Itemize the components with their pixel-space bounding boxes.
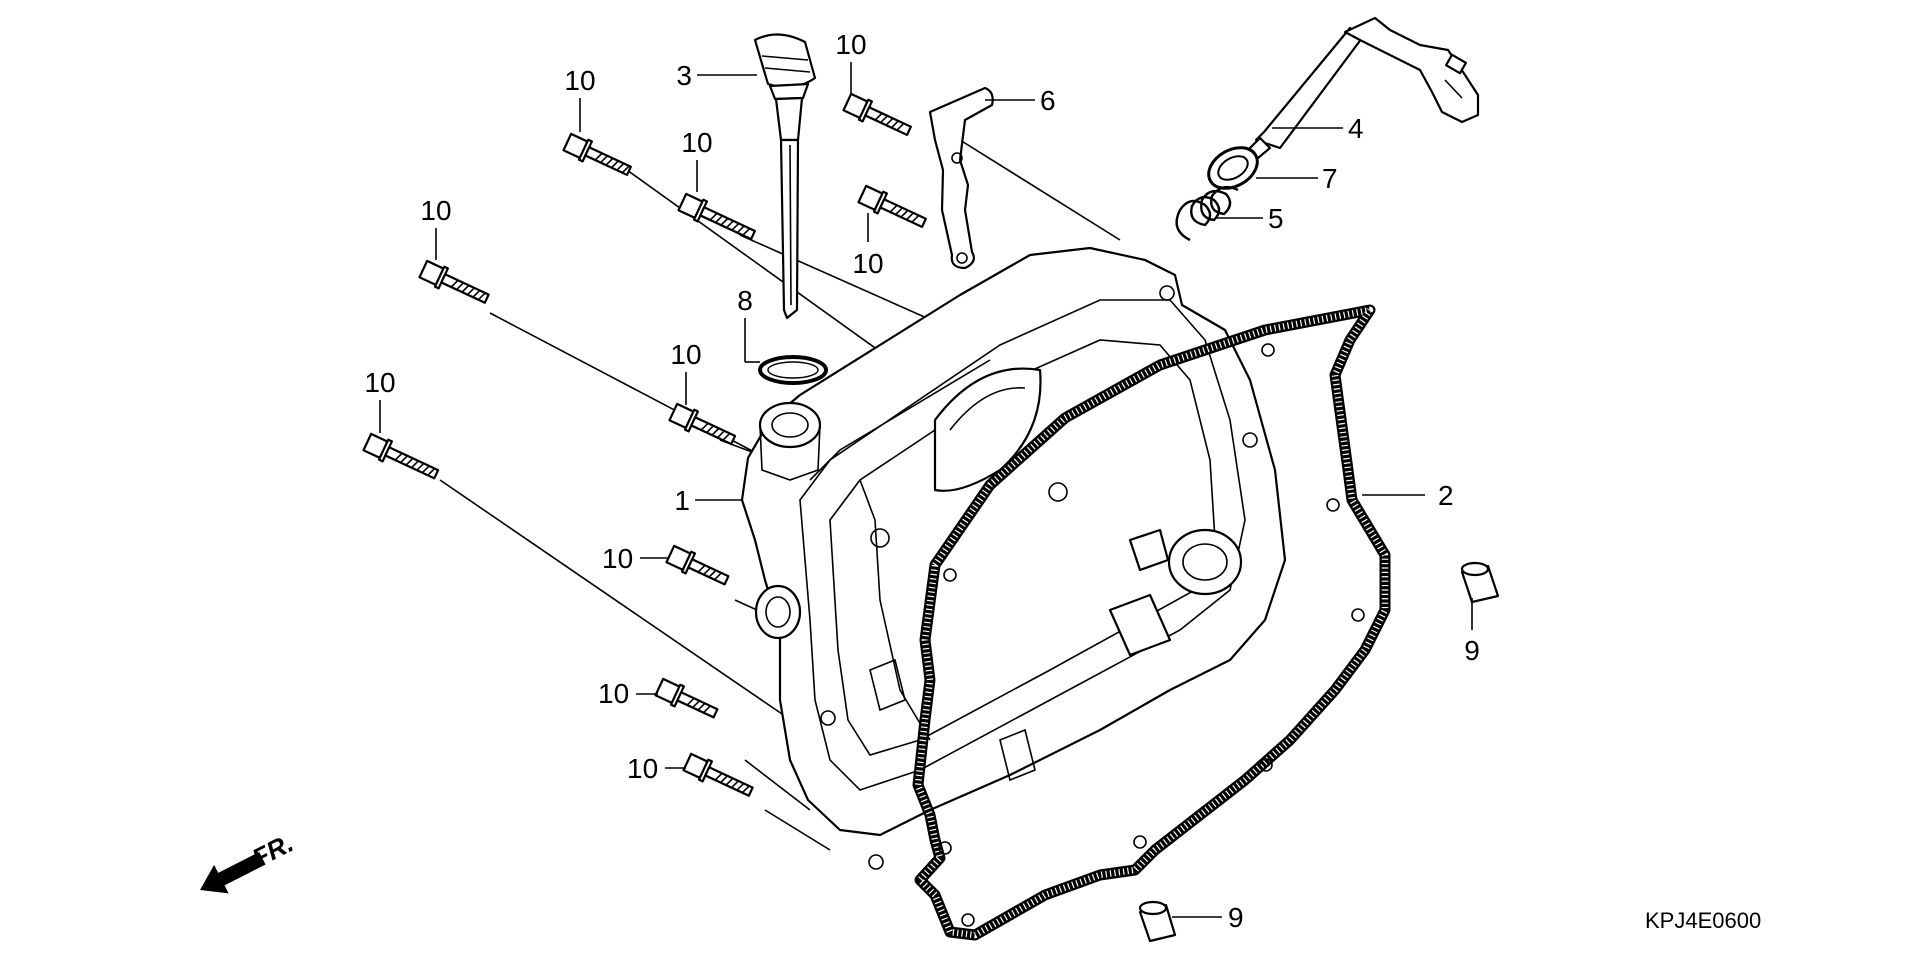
oil-dipstick — [753, 33, 817, 320]
flange-bolt-j — [682, 752, 754, 797]
flange-bolt-d — [842, 92, 912, 136]
flange-bolt-g — [362, 432, 440, 480]
callout-10-g: 10 — [364, 367, 395, 398]
callout-10-e: 10 — [852, 248, 883, 279]
callout-10-d: 10 — [835, 29, 866, 60]
callout-9-right: 9 — [1464, 635, 1480, 666]
front-arrow-icon — [200, 851, 266, 894]
callout-5: 5 — [1268, 203, 1284, 234]
flange-bolt-i — [654, 677, 719, 719]
callout-1: 1 — [674, 485, 690, 516]
callout-10-h: 10 — [602, 543, 633, 574]
callout-labels: 1 2 3 4 5 6 7 8 9 9 10 10 10 10 10 10 10… — [364, 29, 1479, 933]
front-direction-indicator: FR. — [200, 828, 298, 894]
callout-9-bottom: 9 — [1228, 902, 1244, 933]
callout-10-a: 10 — [564, 65, 595, 96]
dowel-pin-right — [1460, 561, 1500, 604]
flange-bolt-b — [677, 192, 757, 241]
callout-10-j: 10 — [627, 753, 658, 784]
callout-10-f: 10 — [670, 339, 701, 370]
flange-bolt-a — [562, 132, 632, 176]
oil-seal — [1207, 146, 1259, 190]
flange-bolt-f — [668, 402, 737, 446]
flange-bolt-c — [418, 259, 490, 304]
callout-6: 6 — [1040, 85, 1056, 116]
callout-2: 2 — [1438, 480, 1454, 511]
callout-10-b: 10 — [681, 127, 712, 158]
callout-7: 7 — [1322, 163, 1338, 194]
callout-3: 3 — [676, 60, 692, 91]
return-spring — [1175, 185, 1239, 242]
callout-leaders — [379, 62, 1473, 918]
callout-8: 8 — [737, 285, 753, 316]
clutch-lever-arm — [928, 86, 994, 270]
flange-bolt-h — [665, 544, 730, 586]
o-ring — [758, 355, 828, 385]
diagram-code: KPJ4E0600 — [1645, 908, 1761, 933]
callout-4: 4 — [1348, 113, 1364, 144]
callout-10-i: 10 — [598, 678, 629, 709]
right-crankcase-cover — [740, 246, 1287, 870]
crankcase-cover-gasket — [912, 304, 1391, 941]
callout-10-c: 10 — [420, 195, 451, 226]
dowel-pin-bottom — [1138, 900, 1177, 943]
flange-bolt-e — [857, 184, 927, 228]
